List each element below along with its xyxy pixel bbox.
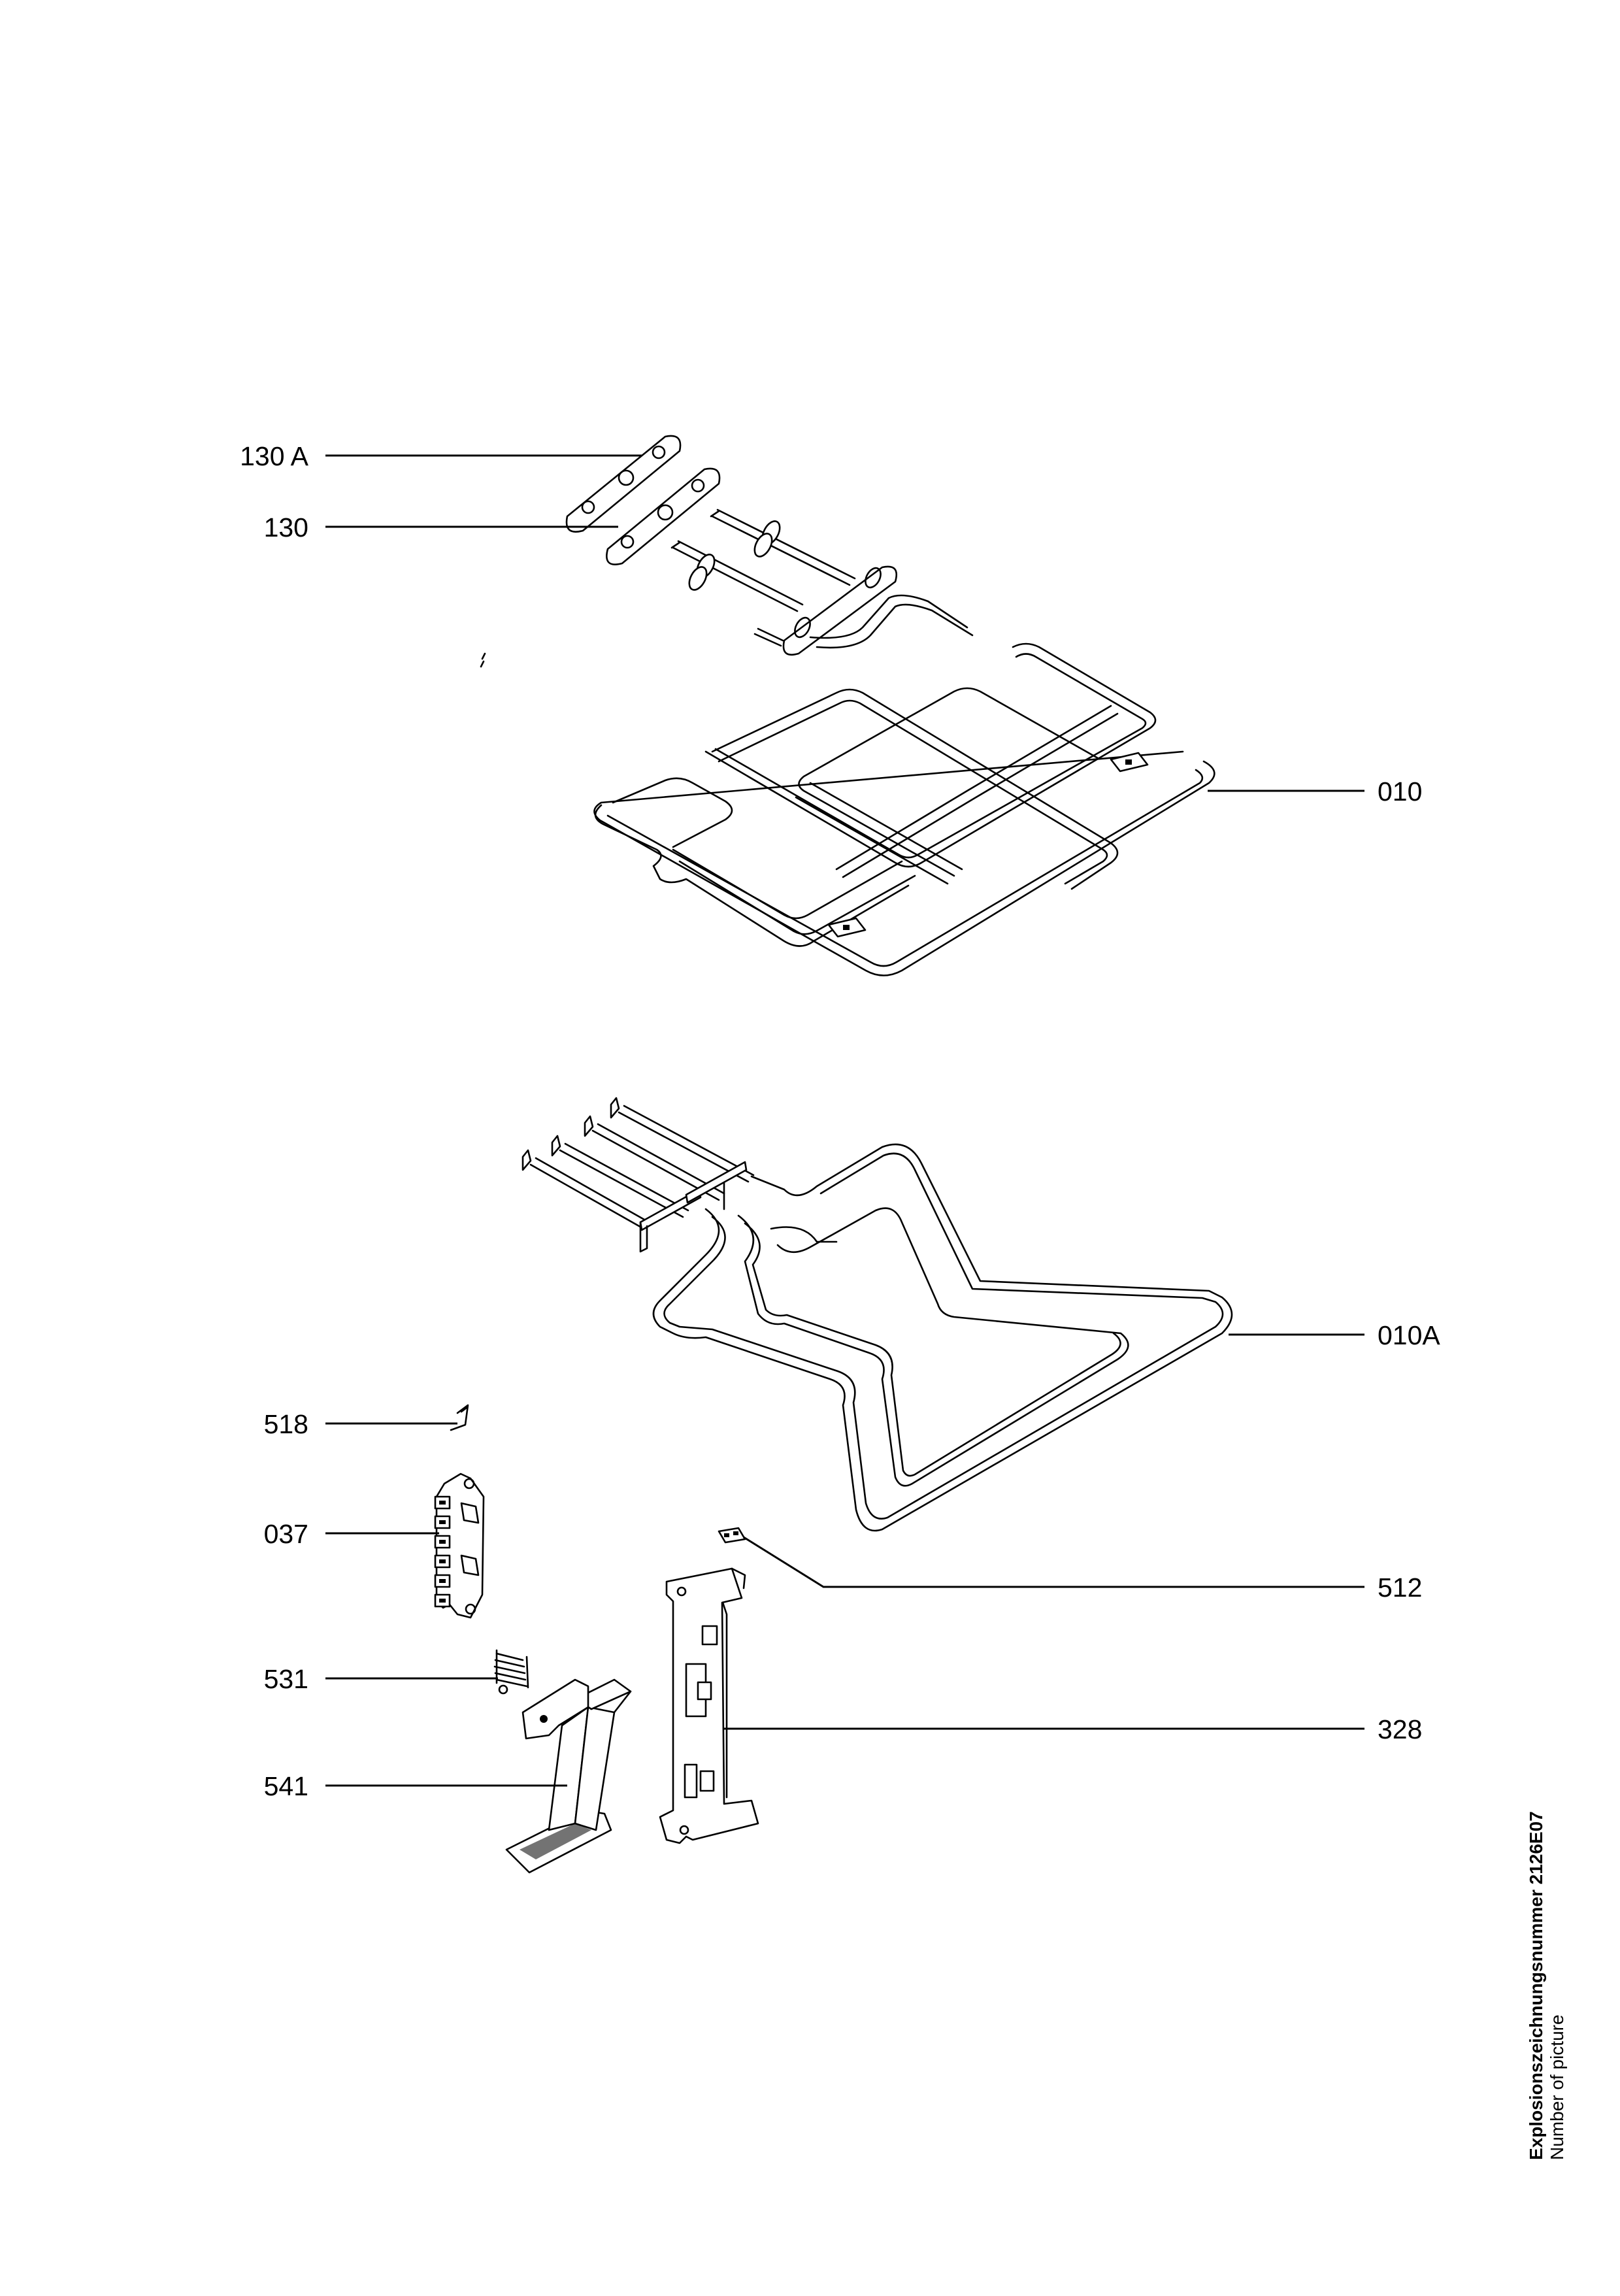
picture-number-caption: Explosionszeichnungsnummer 2126E07 Numbe…	[1526, 1811, 1567, 2160]
part-037-terminal-block	[434, 1472, 485, 1619]
label-328: 328	[1378, 1714, 1422, 1744]
label-541: 541	[264, 1771, 308, 1801]
stray-mark	[480, 652, 486, 668]
part-518-clip	[450, 1404, 469, 1431]
part-130-gasket	[606, 467, 721, 565]
part-541-support	[505, 1678, 632, 1874]
part-328-mounting-plate	[659, 1567, 759, 1844]
part-010-grill-element	[593, 508, 1215, 976]
label-531: 531	[264, 1664, 308, 1694]
label-037: 037	[264, 1519, 308, 1549]
caption-subtitle: Number of picture	[1547, 2014, 1567, 2160]
leader-512	[743, 1536, 1364, 1588]
part-512-connector	[718, 1527, 746, 1544]
caption-title: Explosionszeichnungsnummer 2126E07	[1526, 1811, 1546, 2160]
label-130a: 130 A	[240, 441, 309, 471]
label-130: 130	[264, 512, 308, 542]
label-512: 512	[1378, 1572, 1422, 1603]
label-010: 010	[1378, 776, 1422, 807]
part-010a-bottom-element	[521, 1097, 1233, 1532]
label-518: 518	[264, 1409, 308, 1439]
part-531-spring	[493, 1649, 529, 1695]
label-010a: 010A	[1378, 1320, 1440, 1350]
